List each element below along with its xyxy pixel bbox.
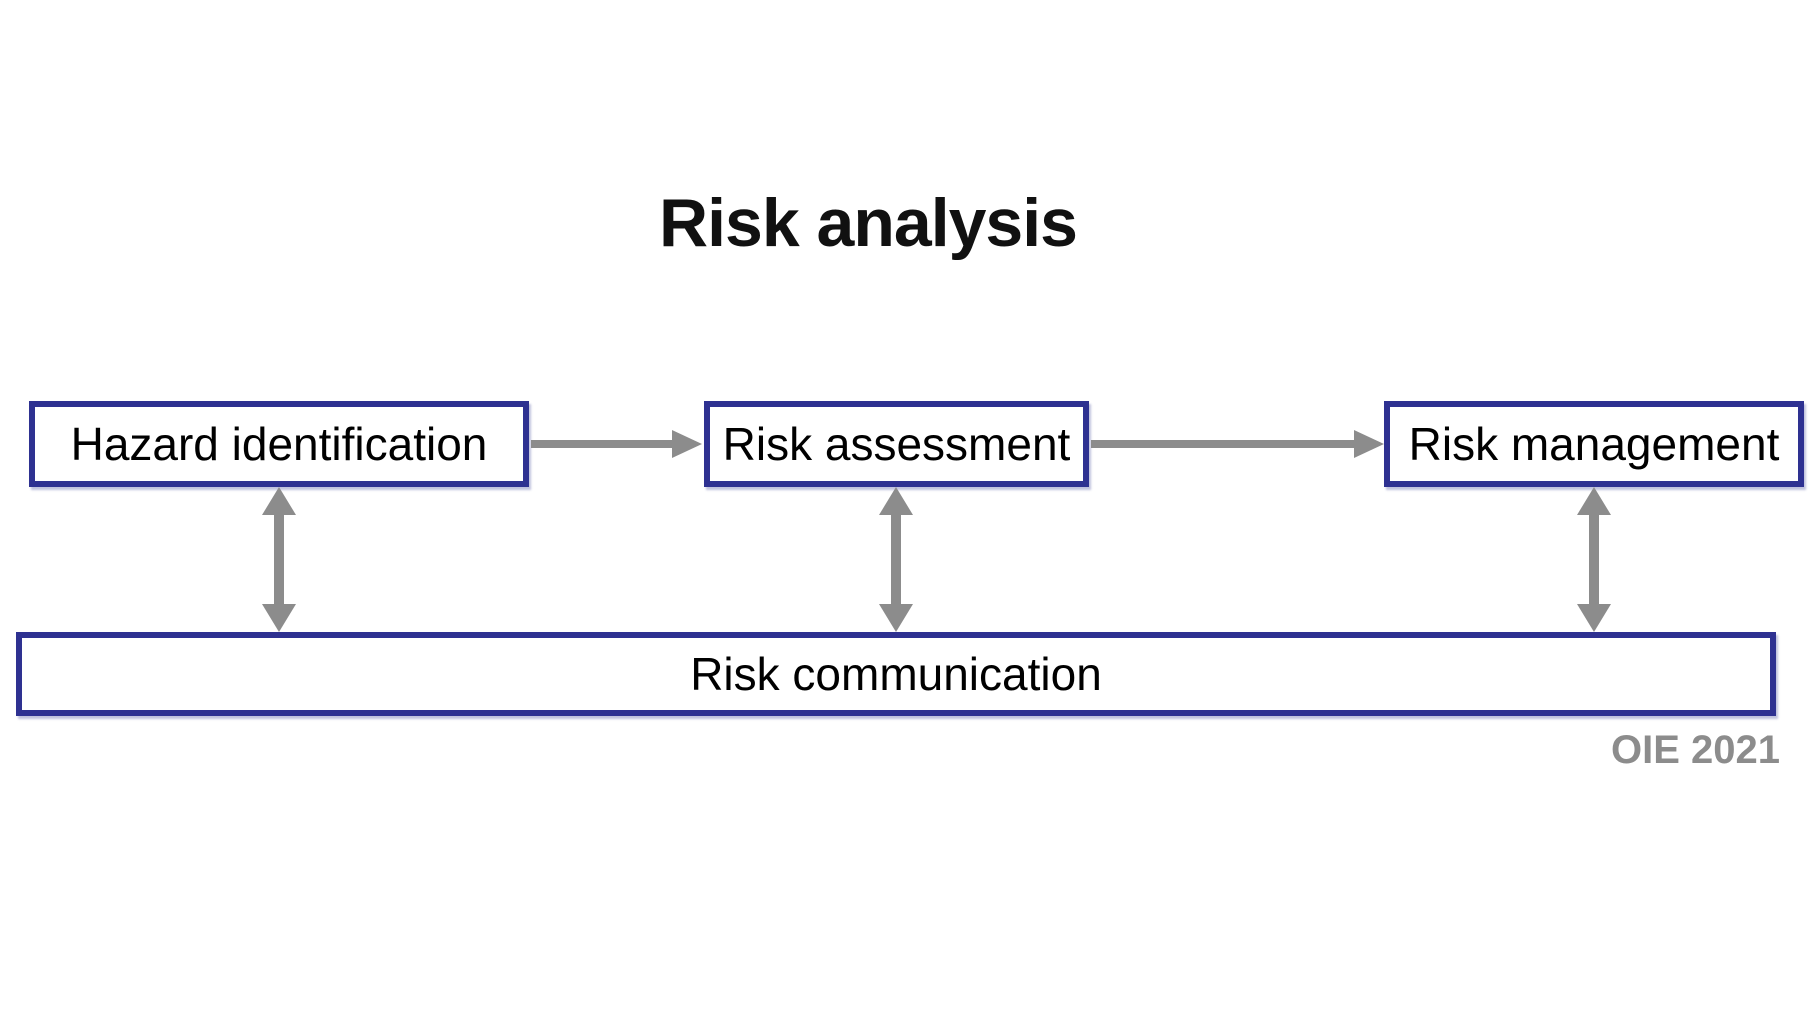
arrowhead-right-icon: [1354, 430, 1384, 458]
arrow-shaft: [1589, 515, 1599, 604]
box-risk-management: Risk management: [1384, 401, 1804, 487]
arrowhead-up-icon: [879, 487, 913, 515]
page-title: Risk analysis: [659, 185, 1078, 261]
arrowhead-up-icon: [1577, 487, 1611, 515]
arrow-shaft: [531, 440, 672, 448]
arrow-shaft: [891, 515, 901, 604]
arrow-assessment-communication-bidirectional: [879, 487, 913, 632]
box-risk-assessment: Risk assessment: [704, 401, 1089, 487]
arrowhead-down-icon: [262, 604, 296, 632]
arrow-shaft: [1091, 440, 1354, 448]
box-risk-communication: Risk communication: [16, 632, 1776, 716]
arrow-hazard-to-assessment: [531, 430, 702, 458]
box-label-risk-assessment: Risk assessment: [722, 418, 1071, 470]
arrowhead-down-icon: [879, 604, 913, 632]
credit-text: OIE 2021: [1610, 728, 1780, 772]
arrowhead-down-icon: [1577, 604, 1611, 632]
box-hazard-identification: Hazard identification: [29, 401, 529, 487]
box-label-hazard-identification: Hazard identification: [70, 418, 488, 470]
box-label-risk-communication: Risk communication: [690, 648, 1102, 700]
arrowhead-right-icon: [672, 430, 702, 458]
arrow-hazard-communication-bidirectional: [262, 487, 296, 632]
arrowhead-up-icon: [262, 487, 296, 515]
box-label-risk-management: Risk management: [1408, 418, 1780, 470]
arrow-assessment-to-management: [1091, 430, 1384, 458]
arrow-shaft: [274, 515, 284, 604]
arrow-management-communication-bidirectional: [1577, 487, 1611, 632]
